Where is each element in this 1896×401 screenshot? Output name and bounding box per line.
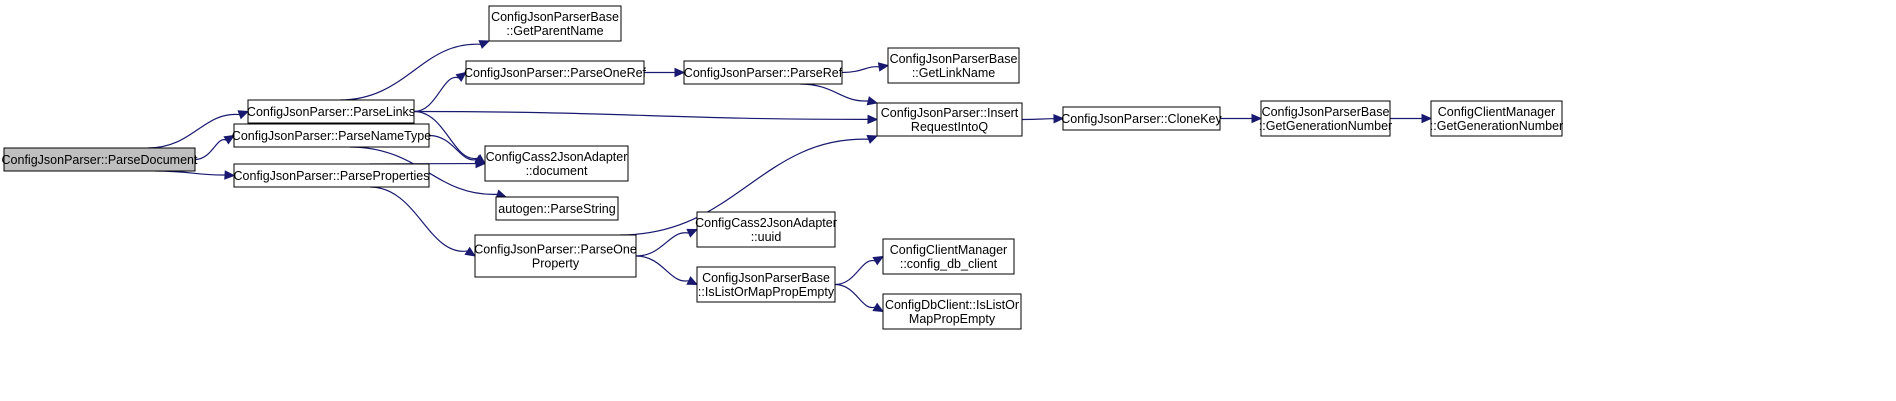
node-label: Property	[532, 257, 580, 271]
edge-base_get_generation-to-mgr_get_generation	[1390, 113, 1433, 124]
node-cass-document[interactable]: ConfigCass2JsonAdapter::document	[484, 145, 629, 182]
node-label: ::GetGenerationNumber	[1259, 119, 1392, 133]
edge-parse_document-to-parse_properties	[154, 170, 236, 180]
node-db-is-list-or-map-empty[interactable]: ConfigDbClient::IsListOrMapPropEmpty	[882, 293, 1022, 330]
node-label: ConfigJsonParser::ParseOne	[474, 243, 637, 257]
arrowhead-icon	[464, 246, 477, 257]
node-parse-one-ref[interactable]: ConfigJsonParser::ParseOneRef	[464, 60, 647, 85]
node-base-get-generation[interactable]: ConfigJsonParserBase::GetGenerationNumbe…	[1259, 100, 1392, 137]
node-label: ConfigJsonParserBase	[1262, 105, 1390, 119]
edge-parse_one_property-to-is_list_or_map_empty_base	[635, 255, 699, 286]
edge-parse_links-to-insert_request	[413, 110, 879, 125]
node-parse-properties[interactable]: ConfigJsonParser::ParseProperties	[233, 163, 430, 188]
node-label: RequestIntoQ	[911, 120, 988, 134]
edge-insert_request-to-clone_key	[1021, 113, 1065, 124]
node-parse-ref[interactable]: ConfigJsonParser::ParseRef	[683, 60, 843, 85]
node-label: ::config_db_client	[900, 257, 998, 271]
node-label: ::uuid	[751, 230, 782, 244]
arrowhead-icon	[224, 170, 236, 180]
node-label: ConfigJsonParser::CloneKey	[1061, 112, 1222, 126]
node-label: autogen::ParseString	[498, 202, 615, 216]
node-label: ConfigDbClient::IsListOr	[885, 298, 1019, 312]
arrowhead-icon	[1053, 113, 1065, 124]
node-cass-uuid[interactable]: ConfigCass2JsonAdapter::uuid	[695, 211, 837, 248]
arrowhead-icon	[872, 255, 885, 266]
node-parse-links[interactable]: ConfigJsonParser::ParseLinks	[247, 99, 415, 124]
node-label: ::GetParentName	[506, 24, 603, 38]
arrowhead-icon	[867, 114, 879, 125]
edge-parse_one_ref-to-parse_ref	[644, 67, 686, 78]
node-clone-key[interactable]: ConfigJsonParser::CloneKey	[1061, 106, 1222, 131]
arrowhead-icon	[455, 71, 467, 83]
nodes-layer: ConfigJsonParser::ParseDocumentConfigJso…	[2, 5, 1563, 330]
edge-is_list_or_map_empty_base-to-config_db_client	[834, 255, 885, 286]
node-label: ConfigJsonParserBase	[702, 271, 830, 285]
arrowhead-icon	[686, 276, 699, 286]
arrowhead-icon	[674, 67, 686, 78]
arrowhead-icon	[1251, 113, 1263, 124]
arrowhead-icon	[237, 110, 250, 120]
node-label: ConfigJsonParser::ParseDocument	[2, 153, 198, 167]
edge-parse_one_property-to-cass_uuid	[635, 228, 699, 257]
edge-parse_links-to-get_parent_name	[339, 40, 491, 101]
edge-parse_ref-to-insert_request	[799, 83, 879, 106]
node-autogen-parse-string[interactable]: autogen::ParseString	[495, 196, 619, 221]
node-label: ::GetGenerationNumber	[1430, 119, 1563, 133]
node-is-list-or-map-empty-base[interactable]: ConfigJsonParserBase::IsListOrMapPropEmp…	[696, 266, 836, 303]
node-get-link-name[interactable]: ConfigJsonParserBase::GetLinkName	[887, 47, 1020, 84]
node-parse-name-type[interactable]: ConfigJsonParser::ParseNameType	[232, 123, 431, 148]
node-parse-document[interactable]: ConfigJsonParser::ParseDocument	[2, 147, 198, 172]
node-mgr-get-generation[interactable]: ConfigClientManager::GetGenerationNumber	[1430, 100, 1563, 137]
node-label: ConfigClientManager	[890, 243, 1007, 257]
node-label: ConfigJsonParserBase	[890, 52, 1018, 66]
edge-parse_one_property-to-insert_request	[619, 134, 879, 236]
arrowhead-icon	[872, 302, 885, 313]
edges-layer	[147, 40, 1433, 313]
node-label: ConfigJsonParserBase	[491, 10, 619, 24]
arrowhead-icon	[686, 228, 699, 238]
node-get-parent-name[interactable]: ConfigJsonParserBase::GetParentName	[488, 5, 622, 42]
arrowhead-icon	[1421, 113, 1433, 124]
node-label: ConfigClientManager	[1438, 105, 1555, 119]
arrowhead-icon	[866, 96, 879, 106]
edge-parse_document-to-parse_name_type	[194, 134, 236, 161]
node-label: ::document	[526, 164, 588, 178]
edge-parse_links-to-parse_one_ref	[413, 71, 467, 113]
edge-clone_key-to-base_get_generation	[1220, 113, 1263, 124]
edge-parse_ref-to-get_link_name	[841, 62, 890, 74]
node-label: ConfigJsonParser::ParseOneRef	[464, 66, 647, 80]
node-label: ConfigJsonParser::ParseProperties	[234, 169, 430, 183]
node-label: ConfigJsonParser::ParseLinks	[247, 105, 415, 119]
node-label: ConfigCass2JsonAdapter	[695, 216, 837, 230]
arrowhead-icon	[475, 158, 487, 169]
node-label: ConfigJsonParser::ParseRef	[684, 66, 843, 80]
node-label: ConfigJsonParser::Insert	[881, 106, 1019, 120]
edge-parse_properties-to-parse_one_property	[369, 186, 477, 257]
node-label: ::IsListOrMapPropEmpty	[698, 285, 835, 299]
node-label: ConfigCass2JsonAdapter	[486, 150, 628, 164]
node-label: ConfigJsonParser::ParseNameType	[232, 129, 431, 143]
edge-is_list_or_map_empty_base-to-db_is_list_or_map_empty	[834, 283, 885, 313]
arrowhead-icon	[478, 40, 491, 49]
node-label: MapPropEmpty	[909, 312, 996, 326]
arrowhead-icon	[866, 134, 879, 144]
arrowhead-icon	[877, 62, 890, 72]
node-config-db-client[interactable]: ConfigClientManager::config_db_client	[882, 238, 1015, 275]
arrowhead-icon	[223, 134, 236, 145]
edge-parse_document-to-parse_links	[147, 110, 250, 149]
node-label: ::GetLinkName	[912, 66, 995, 80]
